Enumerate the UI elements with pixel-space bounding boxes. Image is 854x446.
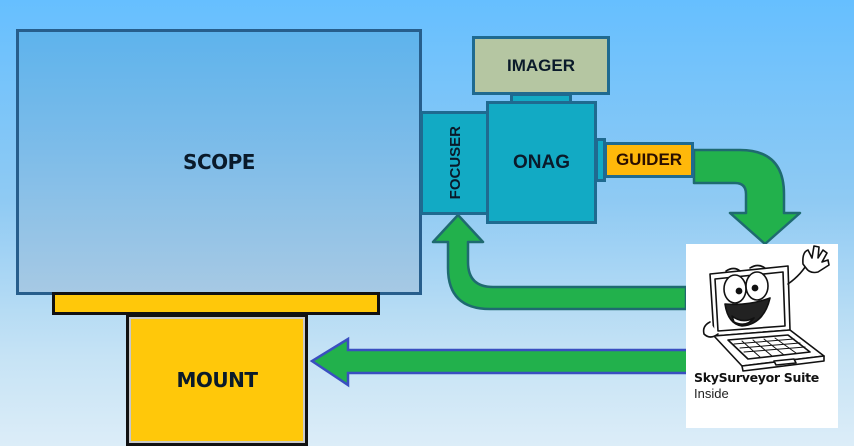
scope-label: SCOPE (183, 150, 255, 174)
software-subtitle: Inside (694, 386, 729, 401)
guider-to-software-arrow (692, 148, 802, 246)
imager-label: IMAGER (507, 55, 575, 75)
onag-label: ONAG (513, 151, 570, 173)
mount-block: MOUNT (126, 314, 308, 446)
software-to-mount-arrow (309, 336, 692, 388)
laptop-mascot-icon (702, 245, 830, 372)
imager-block: IMAGER (472, 36, 610, 95)
mount-saddle (52, 292, 380, 315)
mount-label: MOUNT (176, 368, 258, 392)
onag-block: ONAG (486, 101, 597, 224)
focuser-label: FOCUSER (446, 126, 464, 200)
software-card: SkySurveyor Suite Inside (686, 244, 838, 428)
guider-label: GUIDER (615, 150, 683, 169)
software-to-focuser-arrow (431, 213, 688, 311)
focuser-block: FOCUSER (420, 111, 490, 215)
guider-block: GUIDER (604, 142, 694, 178)
scope-block: SCOPE (16, 29, 422, 295)
software-name: SkySurveyor Suite (694, 370, 819, 385)
